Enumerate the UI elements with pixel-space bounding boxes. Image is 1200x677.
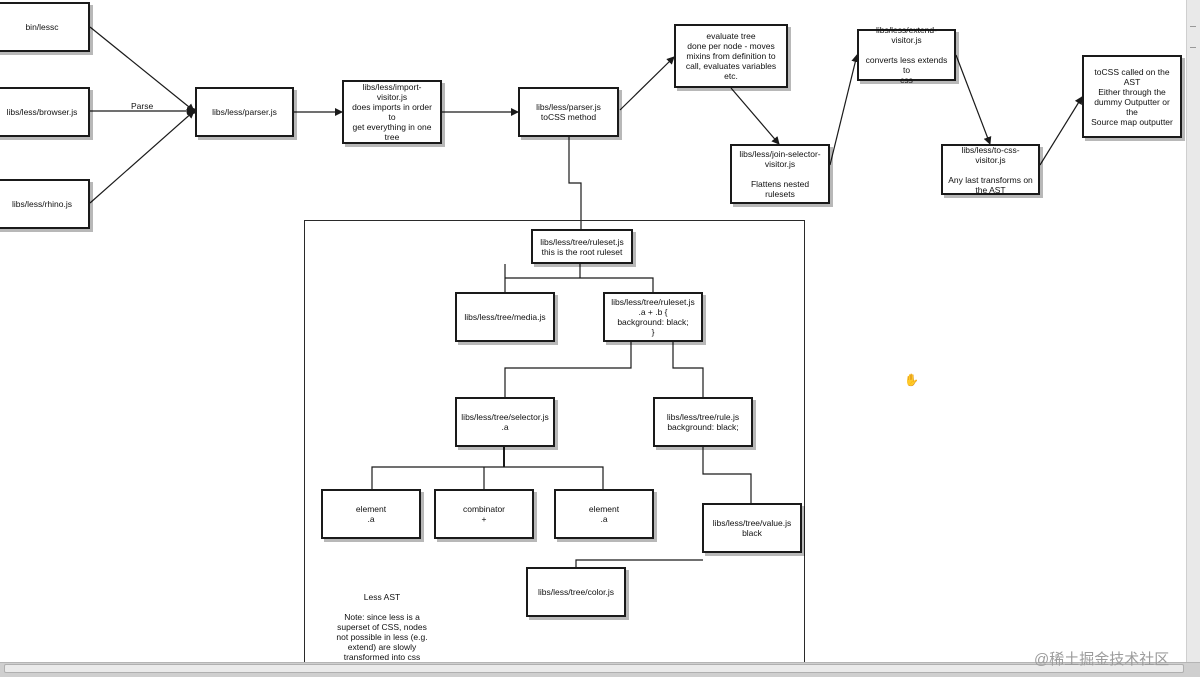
edge-ruleset-selector [504, 342, 632, 397]
node-bin-lessc[interactable]: bin/lessc [0, 2, 90, 52]
node-to-css-visitor[interactable]: libs/less/to-css-visitor.js Any last tra… [941, 144, 1040, 195]
node-root-ruleset[interactable]: libs/less/tree/ruleset.js this is the ro… [531, 229, 633, 264]
edge-lessc-parser [89, 26, 195, 112]
edge-root-media-h [505, 277, 654, 292]
node-import-visitor[interactable]: libs/less/import-visitor.js does imports… [342, 80, 442, 144]
node-media[interactable]: libs/less/tree/media.js [455, 292, 555, 342]
node-browser[interactable]: libs/less/browser.js [0, 87, 90, 137]
node-extend-visitor[interactable]: libs/less/extend-visitor.js converts les… [857, 25, 956, 85]
edge-parser2-evaluate [619, 56, 675, 111]
side-panel-strip [1186, 0, 1200, 662]
node-value[interactable]: libs/less/tree/value.js black [702, 503, 802, 553]
edge-tocssvisitor-tocss [1039, 96, 1083, 166]
edge-rule-value [702, 447, 752, 503]
node-tocss-output[interactable]: toCSS called on the AST Either through t… [1082, 55, 1182, 138]
node-join-selector-visitor[interactable]: libs/less/join-selector- visitor.js Flat… [730, 144, 830, 204]
edge-selector-children [371, 466, 604, 489]
merge-point [190, 108, 196, 114]
edge-rhino-parser [89, 110, 195, 204]
node-rule[interactable]: libs/less/tree/rule.js background: black… [653, 397, 753, 447]
edge-join-extend [829, 54, 860, 166]
node-color[interactable]: libs/less/tree/color.js [526, 567, 626, 617]
node-evaluate-tree[interactable]: evaluate tree done per node - moves mixi… [674, 24, 788, 88]
watermark-text: @稀土掘金技术社区 [1034, 651, 1170, 668]
node-combinator[interactable]: combinator + [434, 489, 534, 539]
scrollbar-thumb[interactable] [4, 664, 1184, 673]
node-selector[interactable]: libs/less/tree/selector.js .a [455, 397, 555, 447]
edge-extend-tocssvisitor [955, 54, 992, 145]
node-ruleset[interactable]: libs/less/tree/ruleset.js .a + .b { back… [603, 292, 703, 342]
node-rhino[interactable]: libs/less/rhino.js [0, 179, 90, 229]
hand-cursor-icon: ✋ [904, 373, 919, 387]
less-ast-note: Less AST Note: since less is a superset … [336, 592, 428, 662]
node-element-2[interactable]: element .a [554, 489, 654, 539]
panel-grip-icon[interactable] [1190, 26, 1196, 48]
edge-value-color [575, 559, 703, 567]
node-parser-tocss[interactable]: libs/less/parser.js toCSS method [518, 87, 619, 137]
edge-ruleset-rule [672, 342, 704, 397]
node-element-1[interactable]: element .a [321, 489, 421, 539]
edge-label-parse: Parse [131, 101, 154, 111]
edge-parser2-root [568, 137, 582, 229]
edge-evaluate-join [730, 87, 780, 145]
less-ast-frame [304, 220, 805, 664]
node-parser[interactable]: libs/less/parser.js [195, 87, 294, 137]
